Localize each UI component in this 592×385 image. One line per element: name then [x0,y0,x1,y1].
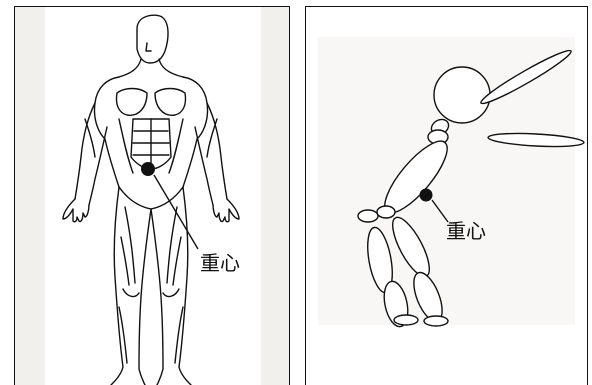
center-of-gravity-label: 重心 [200,247,240,276]
standing-body-illustration [15,7,290,385]
leader-line [154,175,198,249]
bending-figure-panel: 重心 [305,6,588,385]
center-of-gravity-dot [141,162,155,176]
bending-mannequin-illustration [306,7,588,385]
center-of-gravity-label: 重心 [446,215,486,244]
center-of-gravity-dot [420,189,433,202]
standing-figure-panel: 重心 [14,6,290,385]
